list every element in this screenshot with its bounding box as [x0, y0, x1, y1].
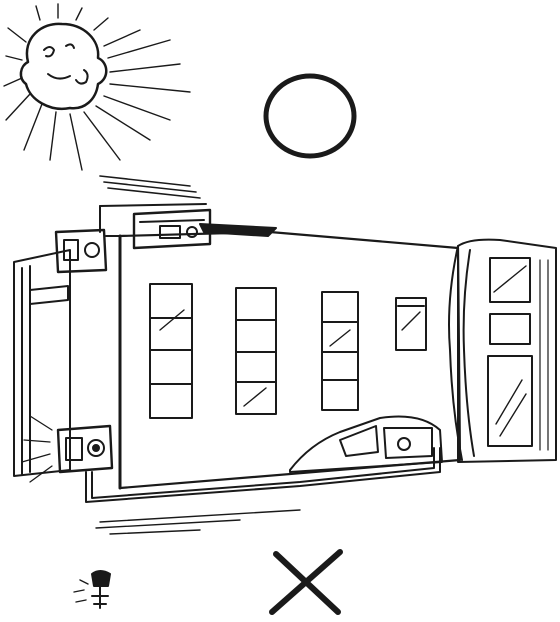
window-2: [236, 288, 276, 414]
refrigerant-pipe: [86, 448, 440, 502]
window-4: [396, 298, 426, 350]
car-icon: [290, 417, 442, 473]
sun-icon: [4, 4, 190, 170]
ground-shadow: [96, 510, 300, 534]
upper-wall-unit-icon: [56, 204, 206, 272]
cross-mark-icon: [272, 552, 340, 612]
ground-unit-icon: [74, 571, 110, 608]
building: [14, 224, 460, 488]
building-wing: [449, 240, 556, 462]
lower-wall-unit-icon: [22, 416, 112, 482]
roof-shade-lines: [100, 176, 200, 198]
roof-unit-icon: [134, 210, 210, 248]
window-3: [322, 292, 358, 410]
circle-mark-icon: [266, 76, 354, 156]
window-1: [150, 284, 192, 418]
